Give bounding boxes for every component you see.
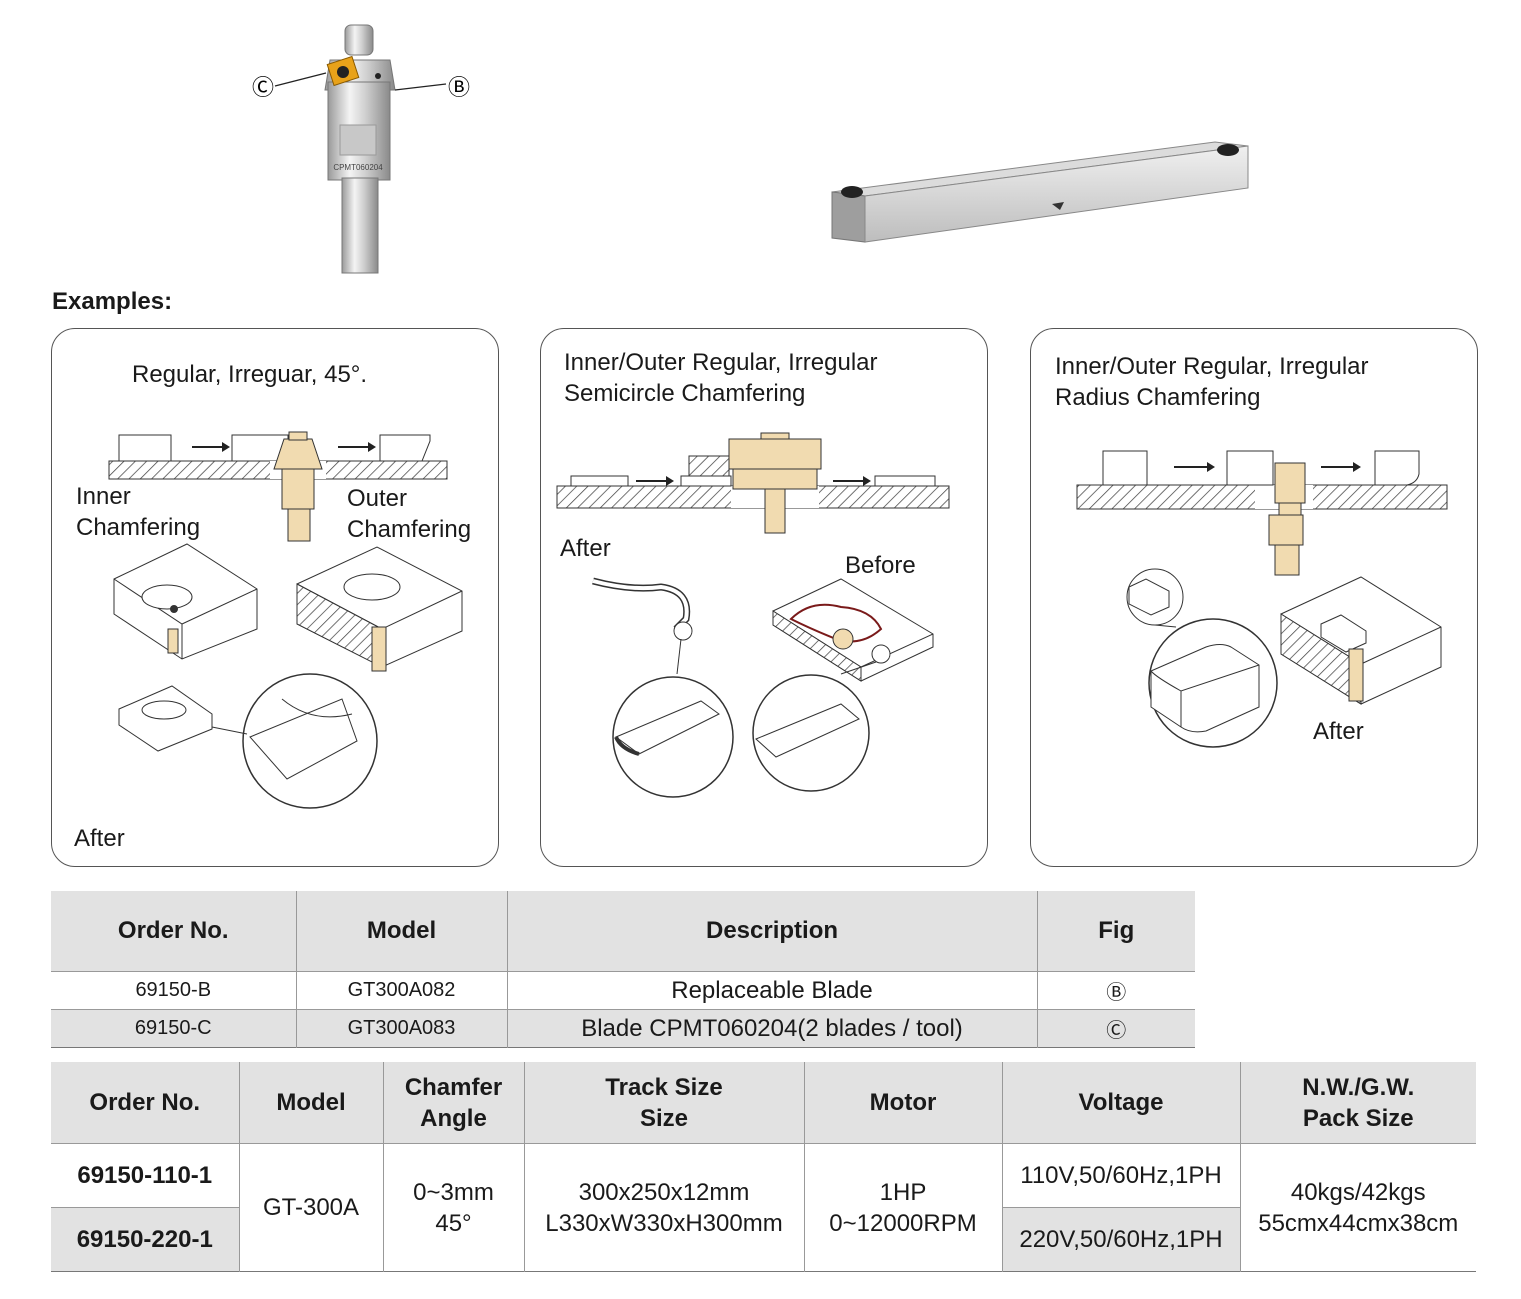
- order-no-cell: 69150-110-1: [51, 1143, 239, 1208]
- semicircle-chamfer-illustration: [556, 432, 950, 798]
- header-description: Description: [506, 891, 1037, 972]
- parts-table: Order No. Model Description Fig 69150-B …: [51, 891, 1195, 1048]
- header-text: Chamfer Angle: [404, 1073, 503, 1132]
- label-inner-chamfering: Inner Chamfering: [76, 483, 201, 541]
- weight: 40kgs/42kgs: [1290, 1178, 1426, 1206]
- header-text: N.W./G.W. Pack Size: [1302, 1073, 1415, 1132]
- table-row: 69150-B GT300A082 Replaceable Blade Ⓑ: [51, 971, 1195, 1010]
- spec-table-header: Order No. Model Chamfer Angle Track Size…: [51, 1062, 1476, 1144]
- table-row: 69150-220-1 220V,50/60Hz,1PH: [51, 1207, 1476, 1272]
- order-no-cell: 69150-B: [51, 971, 296, 1010]
- panel-title: Regular, Irreguar, 45°.: [132, 361, 368, 388]
- spec-table: Order No. Model Chamfer Angle Track Size…: [51, 1062, 1476, 1272]
- label-after: After: [74, 825, 125, 852]
- weight-pack-cell: 40kgs/42kgs 55cmx44cmx38cm: [1239, 1143, 1476, 1272]
- description-cell: Blade CPMT060204(2 blades / tool): [506, 1009, 1037, 1048]
- track-size: 300x250x12mm: [578, 1178, 750, 1206]
- header-model: Model: [238, 1062, 383, 1144]
- chamfer-degree: 45°: [435, 1209, 472, 1237]
- pack-size: 55cmx44cmx38cm: [1258, 1209, 1459, 1237]
- radius-chamfer-illustration: [1076, 450, 1448, 748]
- label-before: Before: [845, 552, 916, 579]
- chamfer-angle-cell: 0~3mm 45°: [382, 1143, 524, 1272]
- header-chamfer-angle: Chamfer Angle: [382, 1062, 524, 1144]
- label-after: After: [560, 535, 611, 562]
- order-no-cell: 69150-C: [51, 1009, 296, 1048]
- header-text: Track Size Size: [605, 1073, 723, 1132]
- label-outer-chamfering: Outer Chamfering: [347, 485, 472, 543]
- header-weight-pack: N.W./G.W. Pack Size: [1239, 1062, 1476, 1144]
- header-order-no: Order No.: [51, 891, 296, 972]
- voltage-cell: 110V,50/60Hz,1PH: [1001, 1143, 1240, 1208]
- header-fig: Fig: [1036, 891, 1195, 972]
- model-cell: GT300A082: [295, 971, 507, 1010]
- example-panel-radius: Inner/Outer Regular, Irregular Radius Ch…: [1030, 328, 1478, 867]
- label-after: After: [1313, 718, 1364, 745]
- tool-engraving: CPMT060204: [333, 163, 383, 172]
- order-no-cell: 69150-220-1: [51, 1207, 239, 1272]
- header-model: Model: [295, 891, 507, 972]
- model-cell: GT-300A: [238, 1143, 383, 1272]
- panel-title: Inner/Outer Regular, Irregular Semicircl…: [564, 349, 878, 407]
- header-motor: Motor: [803, 1062, 1002, 1144]
- parts-table-header: Order No. Model Description Fig: [51, 891, 1195, 972]
- voltage-cell: 220V,50/60Hz,1PH: [1001, 1207, 1240, 1272]
- motor-power: 1HP: [879, 1178, 927, 1206]
- panel-title: Inner/Outer Regular, Irregular Radius Ch…: [1055, 353, 1369, 411]
- header-order-no: Order No.: [51, 1062, 239, 1144]
- track-bar-image: [831, 141, 1249, 243]
- track-size-cell: 300x250x12mm L330xW330xH300mm: [523, 1143, 804, 1272]
- examples-heading: Examples:: [52, 288, 173, 315]
- model-cell: GT300A083: [295, 1009, 507, 1048]
- machine-size: L330xW330xH300mm: [545, 1209, 783, 1237]
- fig-cell: Ⓒ: [1036, 1009, 1195, 1048]
- example-panel-semicircle: Inner/Outer Regular, Irregular Semicircl…: [540, 328, 988, 867]
- chamfer-tool-image: CPMT060204 Ⓒ Ⓑ: [252, 24, 470, 274]
- table-row: 69150-110-1 GT-300A 0~3mm 45° 300x250x12…: [51, 1143, 1476, 1272]
- example-panel-45-degree: Regular, Irreguar, 45°. Inner Chamfering…: [51, 328, 499, 867]
- motor-cell: 1HP 0~12000RPM: [803, 1143, 1002, 1272]
- chamfer-range: 0~3mm: [413, 1178, 494, 1206]
- header-track-size: Track Size Size: [523, 1062, 804, 1144]
- callout-b: Ⓑ: [448, 76, 470, 101]
- description-cell: Replaceable Blade: [506, 971, 1037, 1010]
- motor-speed: 0~12000RPM: [829, 1209, 977, 1237]
- table-row: 69150-C GT300A083 Blade CPMT060204(2 bla…: [51, 1009, 1195, 1048]
- fig-cell: Ⓑ: [1036, 971, 1195, 1010]
- chamfer-45-illustration: [108, 431, 463, 809]
- header-voltage: Voltage: [1001, 1062, 1240, 1144]
- callout-c: Ⓒ: [252, 76, 274, 101]
